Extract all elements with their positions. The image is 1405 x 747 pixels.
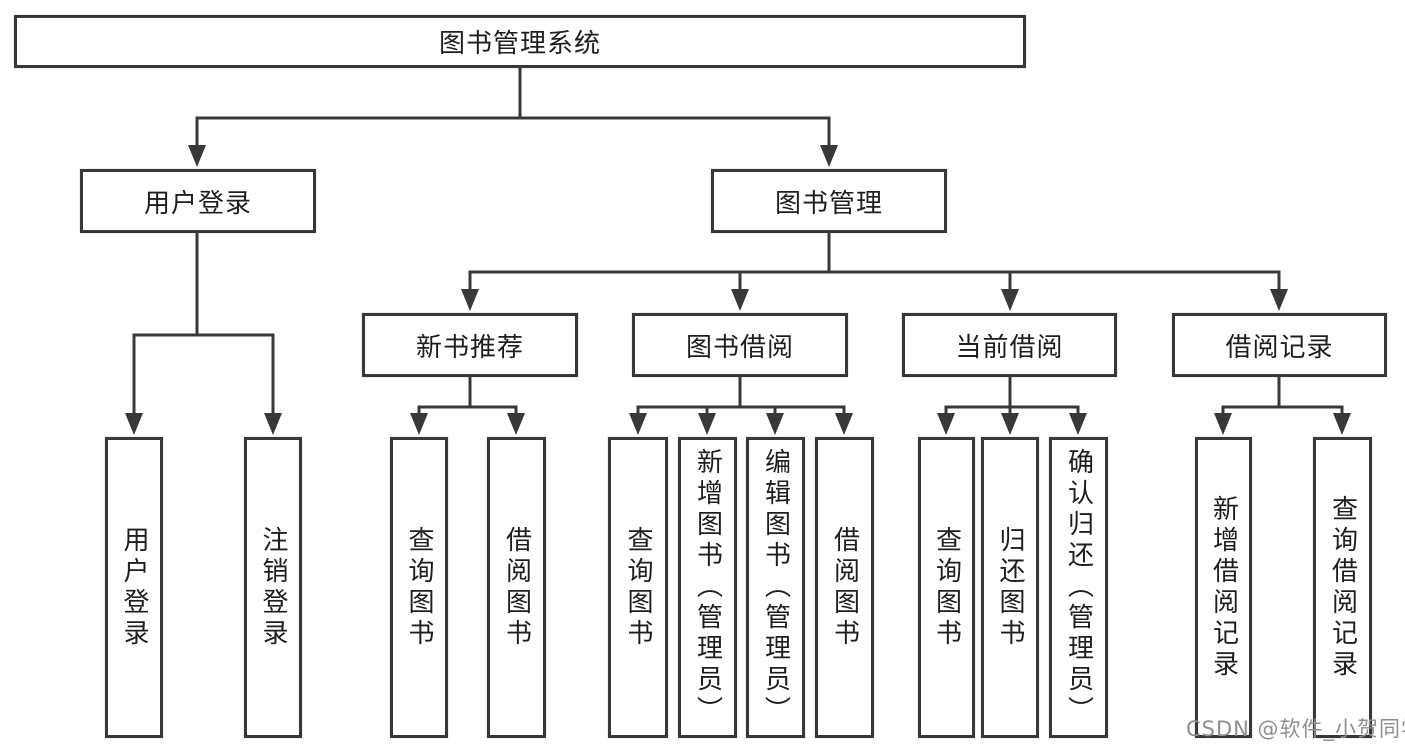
- leaf-borrow-book-recommend: 借阅图书: [487, 437, 546, 738]
- leaf-add-book-admin: 新增图书（管理员）: [678, 437, 737, 738]
- leaf-query-book-recommend: 查询图书: [390, 437, 448, 738]
- node-book-borrow: 图书借阅: [632, 313, 848, 377]
- leaf-query-borrow-record: 查询借阅记录: [1313, 437, 1372, 738]
- csdn-watermark: CSDN @软件_小贺同学: [1186, 717, 1405, 741]
- arrowhead-icons: [125, 145, 1351, 435]
- leaf-logout-login: 注销登录: [244, 437, 302, 738]
- leaf-confirm-return-admin: 确认归还（管理员）: [1049, 437, 1108, 738]
- node-borrow-records: 借阅记录: [1172, 313, 1387, 377]
- leaf-add-borrow-record: 新增借阅记录: [1195, 437, 1252, 738]
- leaf-query-book-current: 查询图书: [918, 437, 975, 738]
- connector-lines: [132, 66, 1344, 422]
- leaf-query-book-borrow: 查询图书: [608, 437, 668, 738]
- leaf-user-login: 用户登录: [105, 437, 163, 738]
- node-current-borrow: 当前借阅: [902, 313, 1117, 377]
- node-new-book-recommend: 新书推荐: [362, 313, 578, 377]
- node-root-system: 图书管理系统: [14, 15, 1026, 68]
- node-user-login: 用户登录: [80, 169, 316, 233]
- leaf-borrow-book: 借阅图书: [815, 437, 874, 738]
- leaf-edit-book-admin: 编辑图书（管理员）: [746, 437, 805, 738]
- node-book-management: 图书管理: [711, 169, 947, 233]
- leaf-return-book: 归还图书: [981, 437, 1039, 738]
